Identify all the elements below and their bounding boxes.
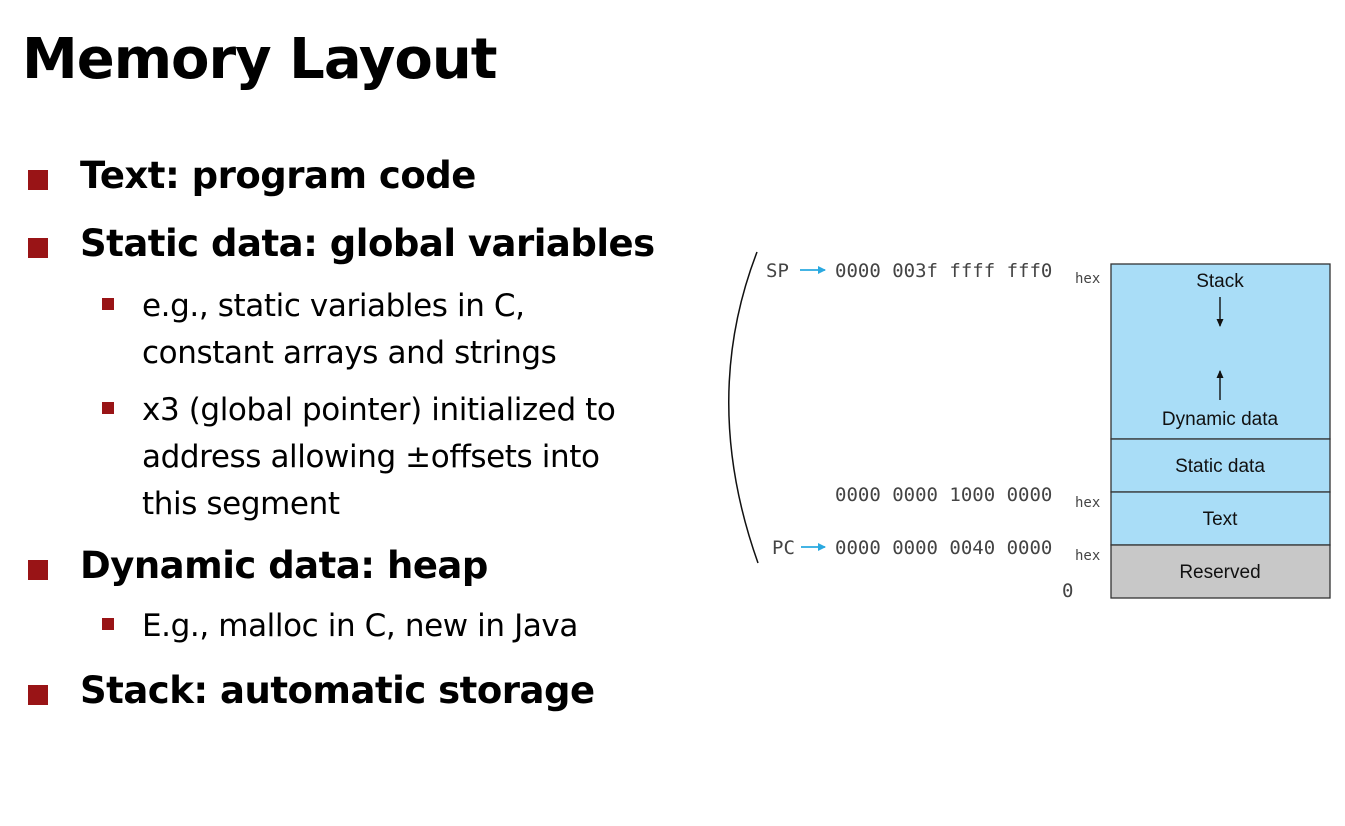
sp-label: SP bbox=[766, 260, 789, 282]
static-address-suffix: hex bbox=[1075, 495, 1100, 511]
segment-static bbox=[1110, 438, 1331, 493]
sub-bullet-label: e.g., static variables in C, constant ar… bbox=[142, 288, 557, 371]
label-text: Text bbox=[1203, 509, 1239, 530]
curved-brace-line bbox=[728, 251, 759, 564]
segment-text bbox=[1110, 491, 1331, 546]
label-static-data: Static data bbox=[1175, 456, 1265, 477]
label-reserved: Reserved bbox=[1179, 562, 1260, 583]
bullet-square-icon bbox=[28, 685, 48, 705]
segment-reserved bbox=[1110, 544, 1331, 599]
arrow-up-icon bbox=[1216, 370, 1224, 378]
static-address: 0000 0000 1000 0000 bbox=[835, 484, 1052, 506]
label-stack: Stack bbox=[1196, 271, 1244, 292]
bullet-square-icon bbox=[28, 170, 48, 190]
sp-address: 0000 003f ffff fff0 bbox=[835, 260, 1052, 282]
zero-address: 0 bbox=[1062, 580, 1073, 602]
sp-address-suffix: hex bbox=[1075, 271, 1100, 287]
sub-bullet-label: x3 (global pointer) initialized to addre… bbox=[142, 392, 616, 522]
bullet-square-icon bbox=[28, 238, 48, 258]
bullet-square-icon bbox=[28, 560, 48, 580]
sub-bullet-label: E.g., malloc in C, new in Java bbox=[142, 608, 578, 644]
sub-bullet-square-icon bbox=[102, 618, 114, 630]
bullet-label: Stack: automatic storage bbox=[80, 669, 595, 712]
pc-address: 0000 0000 0040 0000 bbox=[835, 537, 1052, 559]
bullet-label: Static data: global variables bbox=[80, 222, 655, 265]
segment-stack-dynamic bbox=[1110, 263, 1331, 440]
label-dynamic-data: Dynamic data bbox=[1162, 409, 1279, 430]
arrow-down-icon bbox=[1216, 319, 1224, 327]
page-title: Memory Layout bbox=[22, 27, 498, 92]
sub-bullet-square-icon bbox=[102, 298, 114, 310]
sub-bullet-square-icon bbox=[102, 402, 114, 414]
pc-address-suffix: hex bbox=[1075, 548, 1100, 564]
bullet-label: Text: program code bbox=[80, 154, 476, 197]
pc-label: PC bbox=[772, 537, 795, 559]
bullet-label: Dynamic data: heap bbox=[80, 544, 488, 587]
